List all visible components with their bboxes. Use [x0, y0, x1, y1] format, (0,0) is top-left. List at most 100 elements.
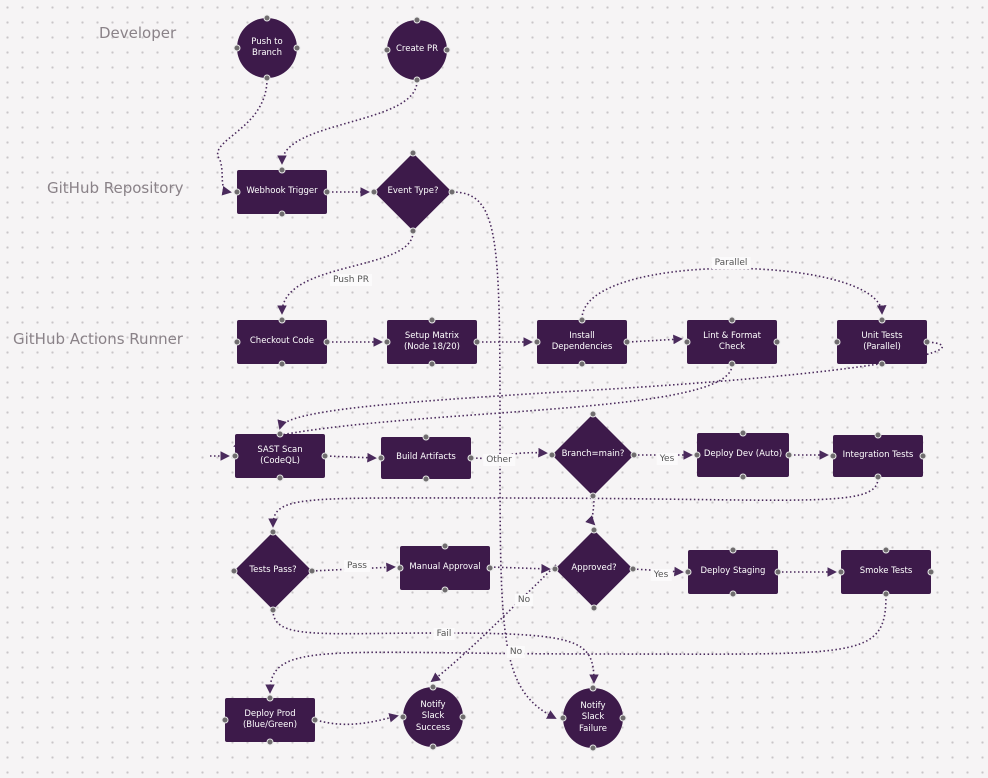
connection-handle[interactable] [231, 452, 239, 460]
connection-handle[interactable] [578, 360, 586, 368]
node-tests-pass-decision[interactable]: Tests Pass? [234, 532, 312, 610]
node-create-pr[interactable]: Create PR [387, 20, 447, 80]
connection-handle[interactable] [739, 473, 747, 481]
node-deploy-dev[interactable]: Deploy Dev (Auto) [697, 433, 789, 477]
node-lint-format-check[interactable]: Lint & Format Check [687, 320, 777, 364]
edge-pr-to-webhook[interactable] [277, 80, 418, 165]
connection-handle[interactable] [619, 714, 627, 722]
connection-handle[interactable] [874, 431, 882, 439]
connection-handle[interactable] [321, 452, 329, 460]
connection-handle[interactable] [263, 74, 271, 82]
connection-handle[interactable] [533, 338, 541, 346]
connection-handle[interactable] [882, 590, 890, 598]
node-notify-slack-success[interactable]: Notify Slack Success [403, 687, 463, 747]
connection-handle[interactable] [728, 316, 736, 324]
connection-handle[interactable] [413, 16, 421, 24]
node-deploy-prod[interactable]: Deploy Prod (Blue/Green) [225, 698, 315, 742]
connection-handle[interactable] [829, 452, 837, 460]
connection-handle[interactable] [684, 568, 692, 576]
connection-handle[interactable] [428, 360, 436, 368]
connection-handle[interactable] [293, 44, 301, 52]
connection-handle[interactable] [409, 227, 417, 235]
connection-handle[interactable] [308, 567, 316, 575]
node-sast-scan[interactable]: SAST Scan (CodeQL) [235, 434, 325, 478]
connection-handle[interactable] [729, 546, 737, 554]
edge-install-to-unit[interactable] [581, 267, 887, 320]
connection-handle[interactable] [441, 586, 449, 594]
connection-handle[interactable] [774, 568, 782, 576]
connection-handle[interactable] [590, 604, 598, 612]
node-setup-matrix[interactable]: Setup Matrix (Node 18/20) [387, 320, 477, 364]
connection-handle[interactable] [693, 451, 701, 459]
connection-handle[interactable] [413, 76, 421, 84]
connection-handle[interactable] [323, 338, 331, 346]
edge-sast-to-build[interactable] [325, 452, 377, 463]
connection-handle[interactable] [233, 44, 241, 52]
node-install-dependencies[interactable]: Install Dependencies [537, 320, 627, 364]
node-build-artifacts[interactable]: Build Artifacts [381, 437, 471, 479]
connection-handle[interactable] [263, 14, 271, 22]
connection-handle[interactable] [551, 565, 559, 573]
connection-handle[interactable] [429, 743, 437, 751]
connection-handle[interactable] [269, 528, 277, 536]
connection-handle[interactable] [923, 338, 931, 346]
connection-handle[interactable] [396, 564, 404, 572]
connection-handle[interactable] [276, 430, 284, 438]
connection-handle[interactable] [233, 188, 241, 196]
connection-handle[interactable] [448, 188, 456, 196]
connection-handle[interactable] [422, 475, 430, 483]
connection-handle[interactable] [429, 683, 437, 691]
connection-handle[interactable] [623, 338, 631, 346]
edge-approved-no[interactable] [430, 564, 557, 683]
connection-handle[interactable] [266, 694, 274, 702]
node-smoke-tests[interactable]: Smoke Tests [841, 550, 931, 594]
connection-handle[interactable] [559, 714, 567, 722]
connection-handle[interactable] [785, 451, 793, 459]
connection-handle[interactable] [230, 567, 238, 575]
connection-handle[interactable] [311, 716, 319, 724]
connection-handle[interactable] [276, 474, 284, 482]
connection-handle[interactable] [278, 360, 286, 368]
connection-handle[interactable] [467, 454, 475, 462]
node-notify-slack-failure[interactable]: Notify Slack Failure [563, 688, 623, 748]
node-approved-decision[interactable]: Approved? [555, 530, 633, 608]
connection-handle[interactable] [370, 188, 378, 196]
connection-handle[interactable] [233, 338, 241, 346]
connection-handle[interactable] [383, 338, 391, 346]
node-branch-main-decision[interactable]: Branch=main? [552, 414, 634, 496]
connection-handle[interactable] [459, 713, 467, 721]
connection-handle[interactable] [589, 410, 597, 418]
connection-handle[interactable] [927, 568, 935, 576]
connection-handle[interactable] [266, 738, 274, 746]
node-manual-approval[interactable]: Manual Approval [400, 546, 490, 590]
connection-handle[interactable] [269, 606, 277, 614]
connection-handle[interactable] [919, 452, 927, 460]
node-push-to-branch[interactable]: Push to Branch [237, 18, 297, 78]
connection-handle[interactable] [589, 492, 597, 500]
node-checkout-code[interactable]: Checkout Code [237, 320, 327, 364]
node-unit-tests[interactable]: Unit Tests (Parallel) [837, 320, 927, 364]
edge-manual-to-approved[interactable] [489, 563, 551, 574]
connection-handle[interactable] [874, 473, 882, 481]
connection-handle[interactable] [878, 360, 886, 368]
edge-lint-to-sast[interactable] [233, 364, 733, 449]
connection-handle[interactable] [683, 338, 691, 346]
edge-push-to-webhook[interactable] [216, 78, 268, 196]
connection-handle[interactable] [729, 590, 737, 598]
connection-handle[interactable] [473, 338, 481, 346]
node-deploy-staging[interactable]: Deploy Staging [688, 550, 778, 594]
connection-handle[interactable] [278, 210, 286, 218]
connection-handle[interactable] [278, 316, 286, 324]
connection-handle[interactable] [548, 451, 556, 459]
connection-handle[interactable] [728, 360, 736, 368]
node-event-type-decision[interactable]: Event Type? [374, 153, 452, 231]
connection-handle[interactable] [589, 744, 597, 752]
edge-prod-to-success[interactable] [315, 713, 399, 726]
connection-handle[interactable] [383, 46, 391, 54]
connection-handle[interactable] [377, 454, 385, 462]
connection-handle[interactable] [443, 46, 451, 54]
connection-handle[interactable] [221, 716, 229, 724]
connection-handle[interactable] [739, 429, 747, 437]
node-webhook-trigger[interactable]: Webhook Trigger [237, 170, 327, 214]
connection-handle[interactable] [630, 451, 638, 459]
